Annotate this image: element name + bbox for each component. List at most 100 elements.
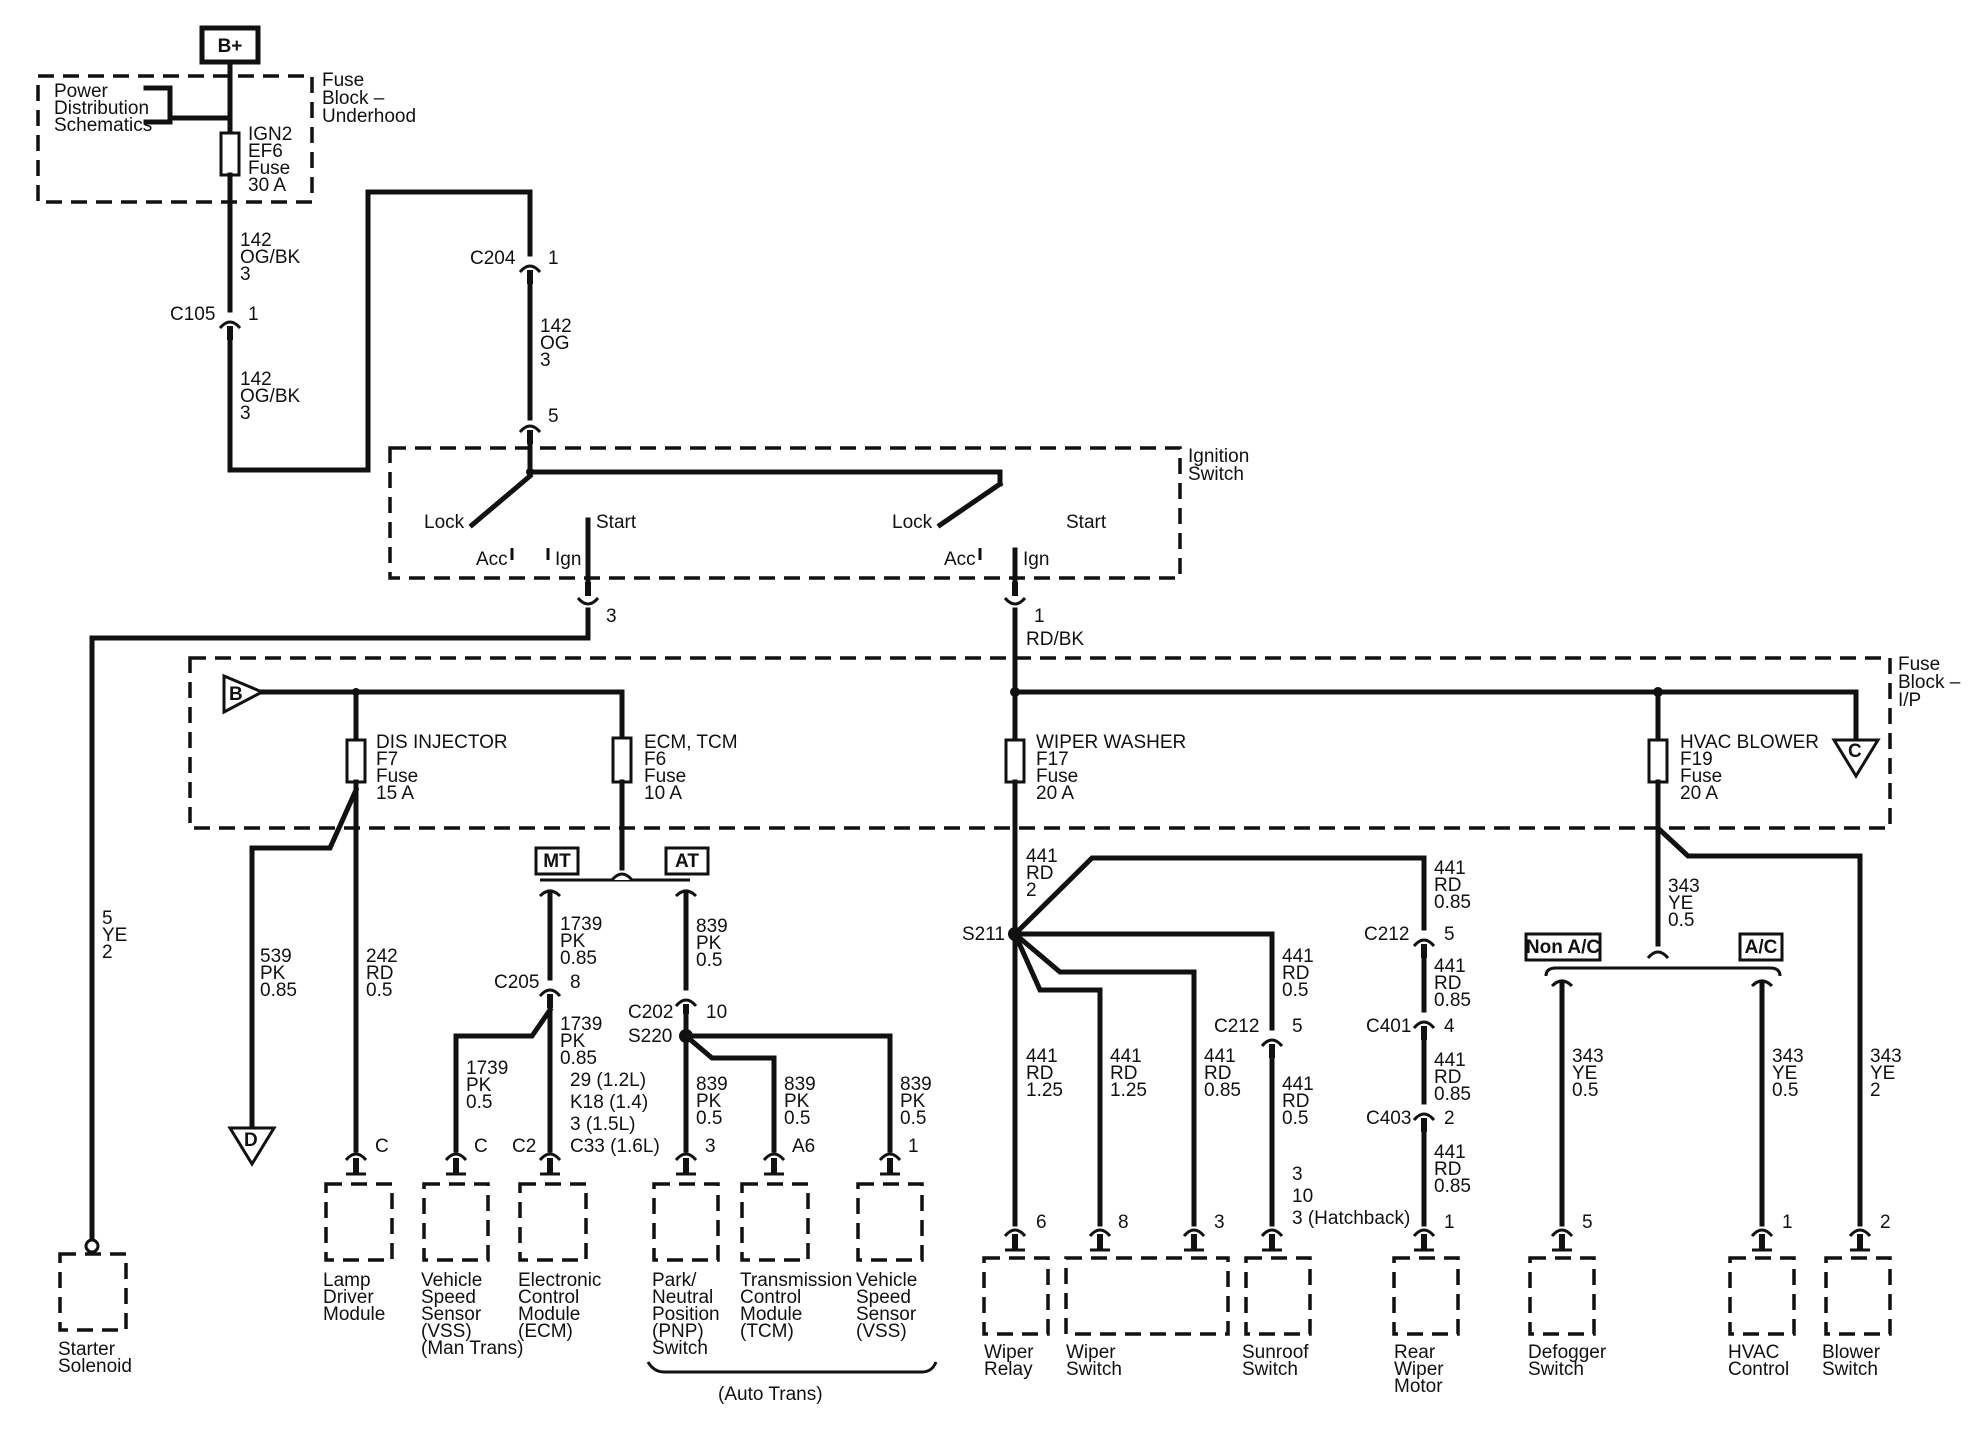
connector-c205: C205 8 <box>494 972 581 1008</box>
vss-auto-trans-label: Vehicle Speed Sensor (VSS) <box>856 1270 917 1342</box>
wire-1739-b-label: 1739 PK 0.85 <box>560 1014 602 1069</box>
svg-text:Sensor: Sensor <box>421 1304 482 1325</box>
ip-bus-b <box>259 689 625 741</box>
badge-ac: A/C <box>1738 932 1784 962</box>
svg-text:F19: F19 <box>1680 749 1713 770</box>
svg-text:3: 3 <box>240 403 251 424</box>
svg-text:Blower: Blower <box>1822 1342 1881 1363</box>
svg-text:0.85: 0.85 <box>1204 1080 1241 1101</box>
svg-text:Fuse: Fuse <box>1680 766 1722 787</box>
svg-text:1: 1 <box>1034 606 1045 627</box>
svg-text:1: 1 <box>908 1136 919 1157</box>
svg-text:8: 8 <box>1118 1212 1129 1233</box>
svg-text:3: 3 <box>540 350 551 371</box>
ignition-positions-right: Lock Start Acc Ign <box>892 512 1107 570</box>
ref-c-flag: C <box>1831 738 1881 779</box>
svg-text:I/P: I/P <box>1898 690 1921 711</box>
svg-text:839: 839 <box>784 1074 816 1095</box>
fuse-ign2-label: IGN2 EF6 Fuse 30 A <box>248 124 292 196</box>
defogger-switch-label: Defogger Switch <box>1528 1342 1607 1380</box>
svg-text:2: 2 <box>1026 880 1037 901</box>
svg-text:1: 1 <box>248 304 259 325</box>
svg-text:0.5: 0.5 <box>366 980 392 1001</box>
svg-text:0.5: 0.5 <box>696 1108 722 1129</box>
svg-text:0.85: 0.85 <box>1434 1084 1471 1105</box>
svg-text:C401: C401 <box>1366 1016 1411 1037</box>
ip-bus-ign <box>1012 689 1859 743</box>
svg-text:1739: 1739 <box>560 914 602 935</box>
fuse-ign2 <box>219 131 241 177</box>
connector-sunroof <box>1260 1228 1284 1252</box>
svg-text:RD: RD <box>1282 1091 1309 1112</box>
svg-text:6: 6 <box>1036 1212 1047 1233</box>
svg-text:Speed: Speed <box>856 1287 911 1308</box>
svg-text:C212: C212 <box>1214 1016 1259 1037</box>
svg-text:Fuse: Fuse <box>376 766 418 787</box>
svg-text:Park/: Park/ <box>652 1270 697 1291</box>
svg-text:Sunroof: Sunroof <box>1242 1342 1309 1363</box>
svg-text:5: 5 <box>1582 1212 1593 1233</box>
connector-tcm: A6 <box>762 1136 815 1176</box>
svg-text:3 (Hatchback): 3 (Hatchback) <box>1292 1208 1410 1229</box>
connector-ecm: C2 <box>512 1136 562 1176</box>
svg-text:30 A: 30 A <box>248 175 286 196</box>
vss-man-trans <box>422 1182 490 1262</box>
connector-wiper-relay: 6 <box>1003 1212 1047 1252</box>
svg-text:343: 343 <box>1668 876 1700 897</box>
svg-text:Relay: Relay <box>984 1359 1033 1380</box>
wire-441-g-label: 441 RD 0.5 <box>1282 1074 1314 1129</box>
svg-text:142: 142 <box>240 369 272 390</box>
svg-text:ECM, TCM: ECM, TCM <box>644 732 738 753</box>
svg-text:HVAC BLOWER: HVAC BLOWER <box>1680 732 1819 753</box>
svg-text:Start: Start <box>596 512 637 533</box>
svg-text:0.85: 0.85 <box>560 1048 597 1069</box>
svg-text:15 A: 15 A <box>376 783 414 804</box>
svg-text:C33 (1.6L): C33 (1.6L) <box>570 1136 660 1157</box>
svg-text:Non A/C: Non A/C <box>1526 937 1601 958</box>
hvac-control-label: HVAC Control <box>1728 1342 1789 1380</box>
svg-text:RD: RD <box>1026 863 1053 884</box>
wire-starter-label: 5 YE 2 <box>102 908 127 963</box>
svg-text:0.5: 0.5 <box>1572 1080 1598 1101</box>
svg-text:F6: F6 <box>644 749 666 770</box>
connector-c204: C204 1 <box>470 248 559 284</box>
svg-text:Vehicle: Vehicle <box>421 1270 482 1291</box>
svg-text:F17: F17 <box>1036 749 1069 770</box>
svg-text:Start: Start <box>1066 512 1107 533</box>
svg-text:441: 441 <box>1434 956 1466 977</box>
connector-pnp: 3 <box>674 1136 716 1176</box>
svg-text:0.5: 0.5 <box>784 1108 810 1129</box>
wire-343-b-label: 343 YE 0.5 <box>1572 1046 1604 1101</box>
svg-text:Switch: Switch <box>1066 1359 1122 1380</box>
wire-343-d-label: 343 YE 2 <box>1870 1046 1902 1101</box>
svg-text:RD: RD <box>1204 1063 1231 1084</box>
svg-text:0.5: 0.5 <box>1772 1080 1798 1101</box>
ignition-wiper-1 <box>468 472 534 529</box>
badge-at: AT <box>664 846 710 876</box>
splice-s211-label: S211 <box>962 924 1005 945</box>
svg-text:Defogger: Defogger <box>1528 1342 1607 1363</box>
svg-text:Fuse: Fuse <box>248 158 290 179</box>
rear-wiper-motor-label: Rear Wiper Motor <box>1394 1342 1444 1397</box>
svg-text:1: 1 <box>1444 1212 1455 1233</box>
wiper-switch <box>1064 1256 1230 1336</box>
underhood-fuse-block <box>36 74 314 204</box>
svg-text:IGN2: IGN2 <box>248 124 292 145</box>
svg-text:29 (1.2L): 29 (1.2L) <box>570 1070 646 1091</box>
svg-text:0.5: 0.5 <box>1282 980 1308 1001</box>
svg-text:Lock: Lock <box>424 512 465 533</box>
wire-441-j-label: 441 RD 0.85 <box>1204 1046 1241 1101</box>
svg-text:Control: Control <box>518 1287 579 1308</box>
svg-text:(PNP): (PNP) <box>652 1321 704 1342</box>
svg-text:1.25: 1.25 <box>1026 1080 1063 1101</box>
svg-text:343: 343 <box>1572 1046 1604 1067</box>
connector-c212-sunroof: C212 5 <box>1214 1016 1303 1058</box>
svg-text:PK: PK <box>696 933 722 954</box>
svg-text:PK: PK <box>260 963 286 984</box>
svg-text:PK: PK <box>560 1031 586 1052</box>
fuse-f17-label: WIPER WASHER F17 Fuse 20 A <box>1036 732 1186 804</box>
wire-441-wsw8 <box>1011 930 1103 1227</box>
svg-text:0.5: 0.5 <box>1282 1108 1308 1129</box>
svg-text:Module: Module <box>518 1304 580 1325</box>
wire-539-label: 539 PK 0.85 <box>260 946 297 1001</box>
